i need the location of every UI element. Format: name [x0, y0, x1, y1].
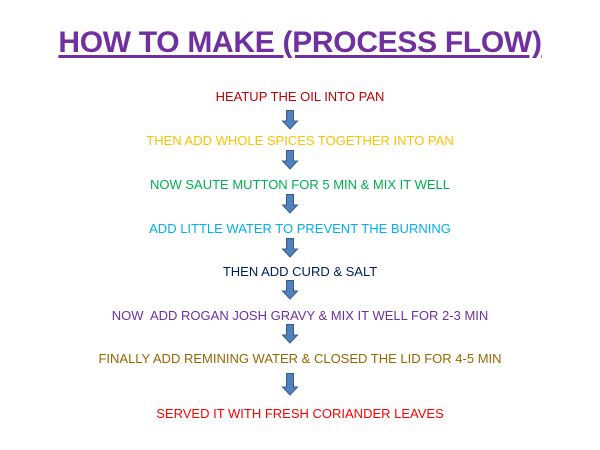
step-8: SERVED IT WITH FRESH CORIANDER LEAVES	[156, 406, 444, 421]
step-7: FINALLY ADD REMINING WATER & CLOSED THE …	[98, 351, 502, 366]
page-title: HOW TO MAKE (PROCESS FLOW)	[0, 26, 600, 60]
down-arrow-icon	[280, 110, 300, 130]
down-arrow-icon	[280, 194, 300, 214]
down-arrow-icon	[280, 373, 300, 396]
step-6: NOW ADD ROGAN JOSH GRAVY & MIX IT WELL F…	[111, 308, 489, 323]
down-arrow-icon	[280, 324, 300, 344]
step-4: ADD LITTLE WATER TO PREVENT THE BURNING	[149, 221, 451, 236]
step-5: THEN ADD CURD & SALT	[222, 264, 378, 279]
down-arrow-icon	[280, 280, 300, 300]
step-3: NOW SAUTE MUTTON FOR 5 MIN & MIX IT WELL	[150, 177, 450, 192]
down-arrow-icon	[280, 150, 300, 170]
step-2: THEN ADD WHOLE SPICES TOGETHER INTO PAN	[146, 133, 454, 148]
down-arrow-icon	[280, 238, 300, 258]
title-text: HOW TO MAKE (PROCESS FLOW)	[58, 26, 542, 59]
step-1: HEATUP THE OIL INTO PAN	[215, 89, 385, 104]
